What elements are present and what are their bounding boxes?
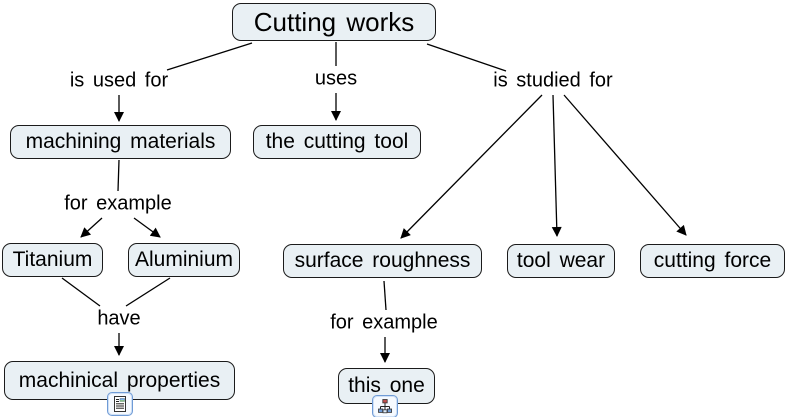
edge-isstudiedfor-surfaceroughness xyxy=(400,94,543,239)
concept-map-resource-icon[interactable] xyxy=(372,395,398,417)
node-aluminium[interactable]: Aluminium xyxy=(128,243,240,277)
edge-root-isusedfor xyxy=(166,42,253,71)
link-label-uses[interactable]: uses xyxy=(314,67,358,90)
edge-isstudiedfor-toolwear xyxy=(551,94,562,237)
edge-aluminium-have xyxy=(125,277,171,307)
node-the-cutting-tool[interactable]: the cutting tool xyxy=(253,125,421,159)
link-label-for-example-left[interactable]: for example xyxy=(64,192,172,215)
node-cutting-force[interactable]: cutting force xyxy=(640,244,785,278)
node-surface-roughness[interactable]: surface roughness xyxy=(283,244,482,278)
link-label-for-example-right[interactable]: for example xyxy=(330,311,438,334)
node-machining-materials[interactable]: machining materials xyxy=(10,125,231,159)
edge-forexample-aluminium xyxy=(133,217,161,238)
node-machinical-properties[interactable]: machinical properties xyxy=(4,361,235,400)
document-glyph xyxy=(114,396,126,412)
node-titanium[interactable]: Titanium xyxy=(2,243,103,277)
node-cutting-works[interactable]: Cutting works xyxy=(232,3,436,41)
node-tool-wear[interactable]: tool wear xyxy=(507,244,615,278)
link-label-is-used-for[interactable]: is used for xyxy=(69,69,169,92)
edge-machiningmaterials-forexample xyxy=(117,159,120,192)
link-label-is-studied-for[interactable]: is studied for xyxy=(493,69,613,92)
edge-forexample-titanium xyxy=(80,217,103,238)
edge-isstudiedfor-cuttingforce xyxy=(563,94,687,236)
concept-map-glyph xyxy=(378,399,392,414)
document-resource-icon[interactable] xyxy=(107,392,133,416)
edge-surfaceroughness-forexample xyxy=(383,280,387,311)
edge-titanium-have xyxy=(61,277,101,307)
node-this-one[interactable]: this one xyxy=(338,368,435,404)
edge-root-isstudiedfor xyxy=(426,43,507,72)
link-label-have[interactable]: have xyxy=(97,307,141,330)
